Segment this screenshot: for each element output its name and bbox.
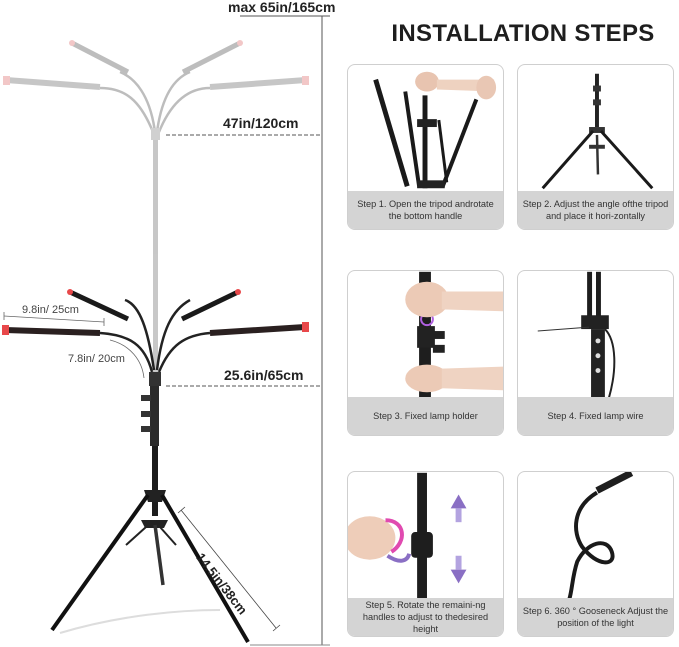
upper-height-label: 47in/120cm [223,115,299,131]
lamp-wire-photo [537,271,616,399]
step-card-3: Step 3. Fixed lamp holder [347,270,504,436]
lower-height-label: 25.6in/65cm [224,367,304,383]
step-1-caption: Step 1. Open the tripod androtate the bo… [348,191,503,229]
step-card-6: Step 6. 360 ° Gooseneck Adjust the posit… [517,471,674,637]
lamp-length-label: 9.8in/ 25cm [22,304,79,316]
step-4-caption: Step 4. Fixed lamp wire [518,397,673,435]
step-card-2: Step 2. Adjust the angle ofthe tripod an… [517,64,674,230]
grow-light-stand-illustration [2,15,330,646]
product-diagram: max 65in/165cm 47in/120cm 25.6in/65cm 9.… [2,0,336,646]
height-handle-photo [348,472,467,600]
step-card-1: Step 1. Open the tripod androtate the bo… [347,64,504,230]
step-card-4: Step 4. Fixed lamp wire [517,270,674,436]
step-3-caption: Step 3. Fixed lamp holder [348,397,503,435]
gooseneck-length-label: 7.8in/ 20cm [68,353,125,365]
gooseneck-photo [567,472,634,600]
max-height-label: max 65in/165cm [228,0,336,15]
step-card-5: Step 5. Rotate the remaini-ng handles to… [347,471,504,637]
step-2-caption: Step 2. Adjust the angle ofthe tripod an… [518,191,673,229]
tripod-opening-photo [373,71,497,189]
step-5-caption: Step 5. Rotate the remaini-ng handles to… [348,598,503,636]
lamp-holder-photo [405,271,503,399]
section-title: INSTALLATION STEPS [391,20,655,47]
tripod-standing-photo [541,73,654,190]
step-6-caption: Step 6. 360 ° Gooseneck Adjust the posit… [518,598,673,636]
